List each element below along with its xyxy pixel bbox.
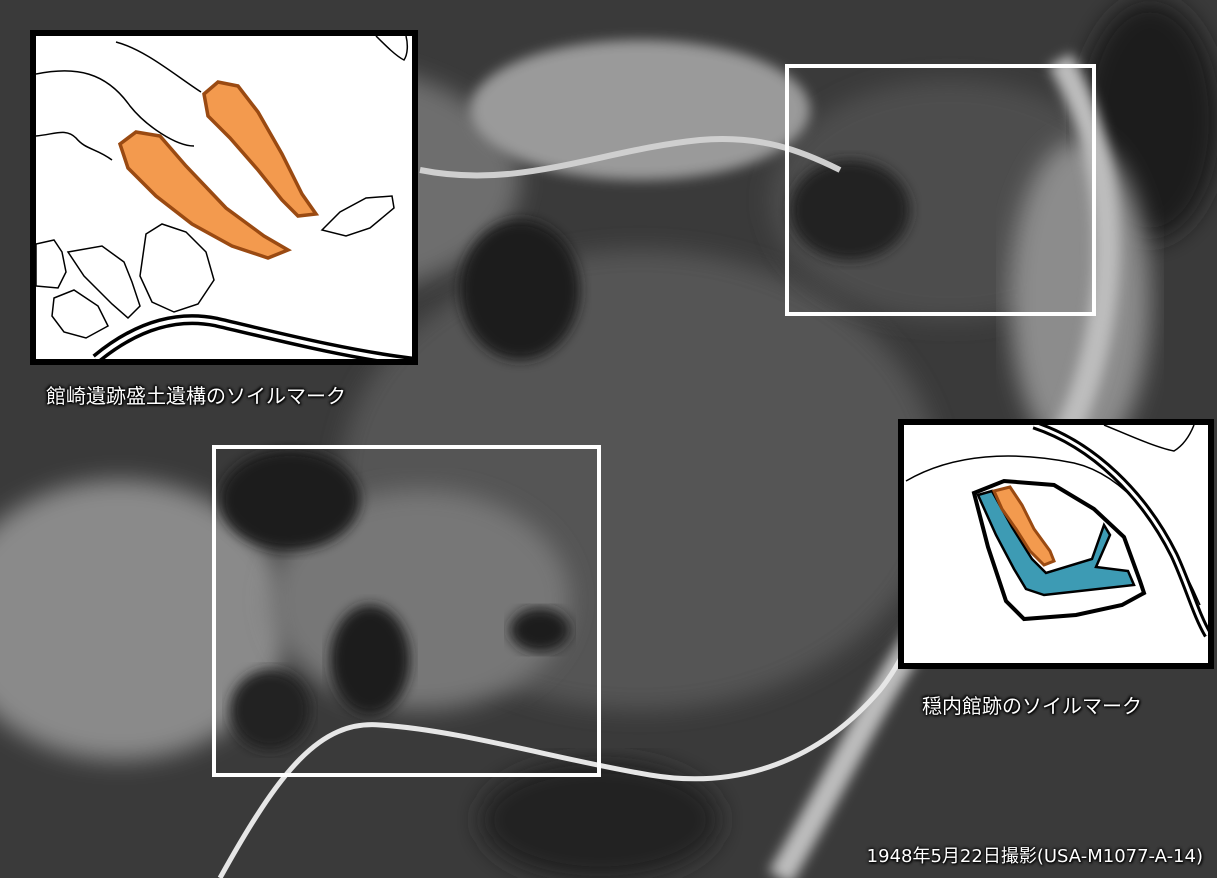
soil-mark-diagram-onnai [905,425,1208,638]
soil-mark-orange-short [202,80,320,218]
caption-onnai: 穏内館跡のソイルマーク [922,694,1142,718]
highlight-frame-onnai [785,64,1096,316]
soil-mark-orange-long [117,130,292,260]
caption-tatezaki: 館崎遺跡盛土遺構のソイルマーク [46,384,346,408]
inset-map-tatezaki [30,30,418,365]
soil-mark-blue [976,489,1136,597]
soil-mark-diagram-tatezaki [36,36,412,359]
photo-credit: 1948年5月22日撮影(USA-M1077-A-14) [866,846,1203,867]
highlight-frame-tatezaki [212,445,601,777]
inset-map-onnai [898,419,1214,669]
soil-mark-orange-onnai [991,485,1056,567]
